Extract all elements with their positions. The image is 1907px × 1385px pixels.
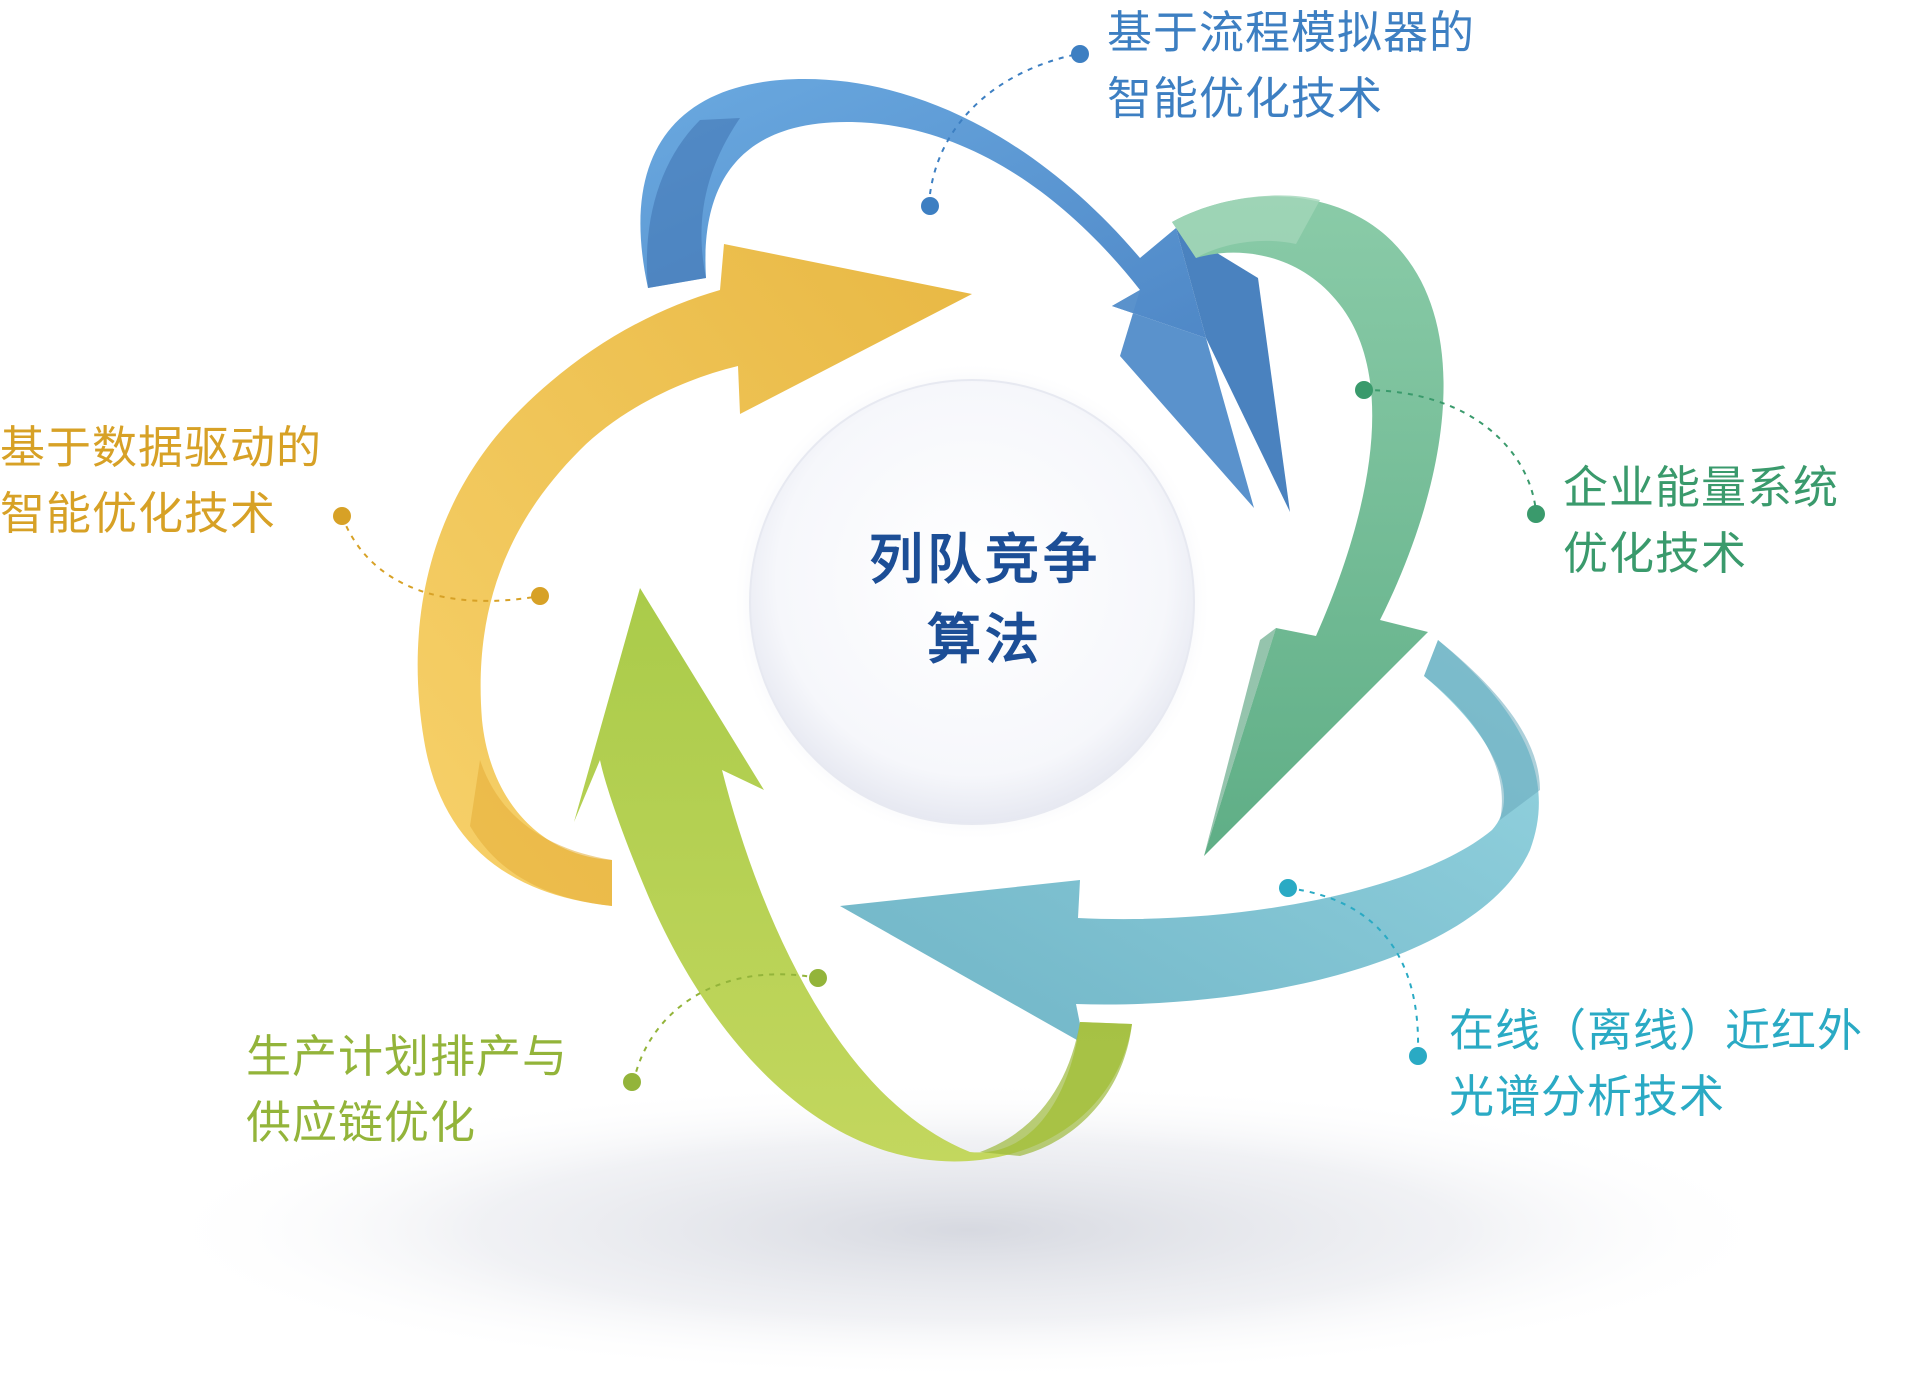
lime-arrow [574, 588, 1132, 1162]
branch-label-line2: 优化技术 [1563, 527, 1748, 580]
branch-label-line2: 供应链优化 [246, 1096, 477, 1149]
center-title-line2: 算法 [927, 608, 1043, 671]
blue-dot-inner [921, 197, 939, 215]
branch-label-line2: 智能优化技术 [0, 487, 277, 540]
lime-dot-inner [809, 969, 827, 987]
center-title: 列队竞争 算法 [760, 520, 1210, 680]
cyan-connector [1287, 887, 1420, 1051]
center-circle [749, 379, 1195, 825]
branch-label-line1: 生产计划排产与 [246, 1030, 569, 1083]
cyan-arrow [840, 640, 1540, 1044]
branch-label-line2: 智能优化技术 [1107, 72, 1384, 125]
branch-label-line1: 基于流程模拟器的 [1107, 6, 1476, 59]
branch-label-yellow: 基于数据驱动的 智能优化技术 [0, 415, 322, 547]
cyan-dot-outer [1409, 1047, 1427, 1065]
blue-connector [929, 53, 1079, 195]
blue-dot-outer [1071, 45, 1089, 63]
green-dot-inner [1355, 381, 1373, 399]
lime-connector [633, 973, 819, 1081]
branch-label-line2: 光谱分析技术 [1449, 1070, 1726, 1123]
blue-arrow [640, 79, 1290, 512]
yellow-arrow [417, 244, 972, 906]
yellow-connector [341, 515, 541, 602]
green-connector [1363, 389, 1537, 513]
branch-label-line1: 基于数据驱动的 [0, 421, 323, 474]
yellow-dot-outer [333, 507, 351, 525]
branch-label-green: 企业能量系统 优化技术 [1563, 455, 1839, 587]
yellow-dot-inner [531, 587, 549, 605]
center-title-line1: 列队竞争 [869, 528, 1101, 591]
green-arrow [1172, 195, 1444, 856]
lime-dot-outer [623, 1073, 641, 1091]
branch-label-lime: 生产计划排产与 供应链优化 [246, 1024, 568, 1156]
branch-label-line1: 在线（离线）近红外 [1449, 1004, 1864, 1057]
branch-label-cyan: 在线（离线）近红外 光谱分析技术 [1449, 998, 1863, 1130]
cyan-dot-inner [1279, 879, 1297, 897]
floor-shadow [148, 1080, 1788, 1380]
branch-label-line1: 企业能量系统 [1563, 461, 1840, 514]
branch-label-blue: 基于流程模拟器的 智能优化技术 [1107, 0, 1475, 132]
green-dot-outer [1527, 505, 1545, 523]
